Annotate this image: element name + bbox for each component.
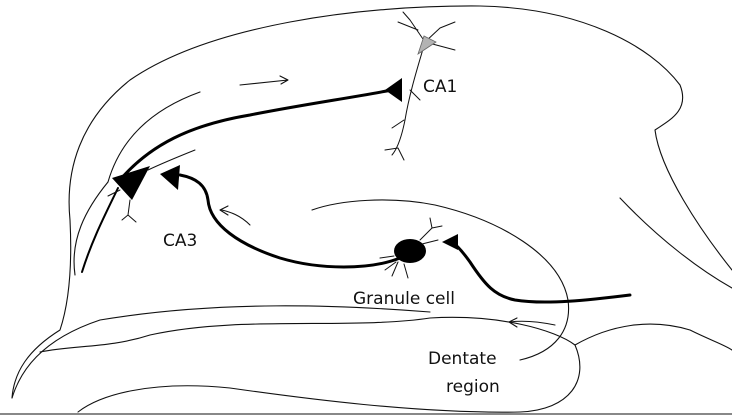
arrow-to-ca3 [220,206,250,225]
right-lower-outline [620,198,732,288]
right-edge [575,324,732,350]
inner-fold [108,92,200,182]
label-dentate: Dentate [428,349,497,369]
label-ca1: CA1 [423,77,457,97]
ca3-soma [112,166,150,200]
ca3-axon [82,188,118,272]
granule-cell [380,218,442,278]
hippocampus-outline [0,6,732,414]
arrow-to-ca1 [240,76,288,85]
ca1-soma [418,36,436,54]
label-ca3: CA3 [163,231,197,251]
left-loop [74,182,108,275]
label-region: region [446,377,500,397]
ca3-synapse-terminal [160,165,180,190]
schaffer-collateral-pathway [120,90,392,180]
ca1-synapse-terminal [385,78,402,102]
lower-outline [12,306,430,398]
perforant-pathway [452,242,630,302]
bottom-lobe [40,317,580,412]
label-granule-cell: Granule cell [353,289,455,309]
arrow-perforant [509,318,555,327]
granule-soma [394,239,426,263]
granule-synapse-terminal [442,234,458,250]
dentate-outline [312,200,569,360]
mossy-fiber-pathway [180,175,400,267]
